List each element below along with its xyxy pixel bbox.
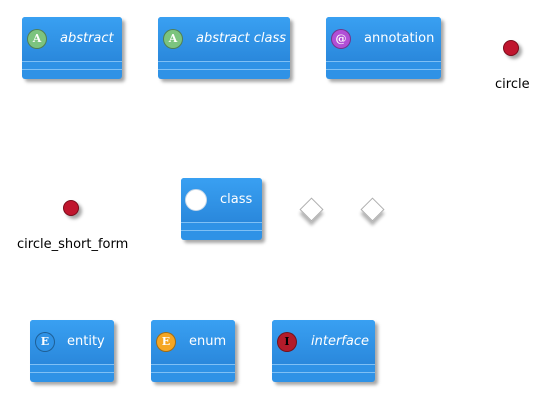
divider [272,364,375,365]
diamond-icon[interactable] [360,197,385,222]
divider [272,372,375,373]
divider [22,61,122,62]
abstract-a-icon: A [27,29,47,49]
abstract-class-a-icon: A [163,29,183,49]
enum-node[interactable]: E enum [151,320,235,382]
divider [181,230,262,231]
divider [158,69,290,70]
divider [326,61,441,62]
interface-i-icon: I [277,332,297,352]
interface-label: interface [311,334,369,349]
annotation-label: annotation [364,31,435,46]
divider [181,222,262,223]
interface-node[interactable]: I interface [272,320,375,382]
divider [22,69,122,70]
class-circle-icon [185,189,207,211]
divider [158,61,290,62]
circle-node[interactable] [503,40,519,56]
annotation-node[interactable]: @ annotation [326,17,441,79]
divider [30,372,114,373]
enum-e-icon: E [156,332,176,352]
annotation-at-icon: @ [331,29,351,49]
divider [326,69,441,70]
circle-label: circle [495,77,530,92]
entity-e-icon: E [35,332,55,352]
abstract-node[interactable]: A abstract [22,17,122,79]
circle-short-form-label: circle_short_form [17,237,129,252]
abstract-class-node[interactable]: A abstract class [158,17,290,79]
entity-label: entity [67,334,105,349]
abstract-label: abstract [60,31,114,46]
divider [151,364,235,365]
class-node[interactable]: class [181,178,262,240]
abstract-class-label: abstract class [196,31,287,46]
circle-short-form-node[interactable] [63,200,79,216]
divider [30,364,114,365]
enum-label: enum [189,334,227,349]
diamond-icon[interactable] [299,197,324,222]
divider [151,372,235,373]
class-label: class [220,192,253,207]
entity-node[interactable]: E entity [30,320,114,382]
